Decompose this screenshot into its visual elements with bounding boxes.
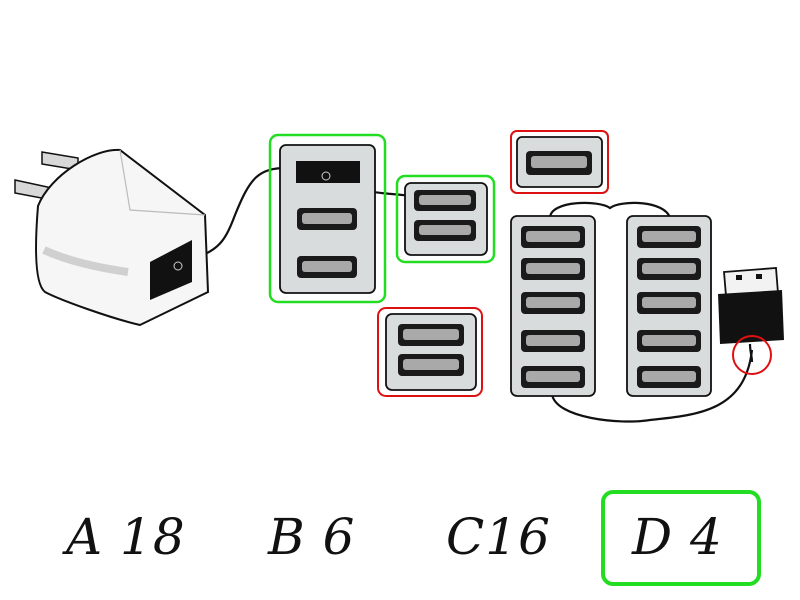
- option-a[interactable]: A 18: [66, 512, 186, 562]
- usb-port: [398, 354, 464, 376]
- option-a-value: 18: [120, 508, 186, 566]
- single-port-hub: [510, 130, 609, 194]
- hub-d: [377, 307, 483, 397]
- usb-port: [521, 292, 585, 314]
- hub-b-highlight: [268, 133, 387, 304]
- selected-answer-highlight: [601, 490, 761, 586]
- option-b-value: 6: [322, 508, 356, 566]
- option-c-value: 16: [485, 508, 551, 566]
- top-hub-link-cable: [548, 201, 672, 219]
- option-c[interactable]: C16: [446, 512, 551, 562]
- usb-port: [521, 258, 585, 280]
- five-port-hub-left: [510, 215, 596, 397]
- usb-port: [637, 258, 701, 280]
- usb-plug-highlight: [732, 335, 772, 375]
- hub-c: [395, 174, 496, 264]
- option-b-letter: B: [268, 508, 306, 566]
- usb-port: [297, 256, 357, 278]
- usb-port: [414, 190, 476, 211]
- option-b[interactable]: B 6: [268, 512, 355, 562]
- usb-port: [637, 226, 701, 248]
- usb-port: [637, 292, 701, 314]
- charger-body: [35, 148, 210, 327]
- hub-b: [268, 133, 387, 304]
- usb-plug-cable: [550, 349, 754, 423]
- usb-port: [297, 208, 357, 230]
- usb-port: [521, 366, 585, 388]
- option-c-letter: C: [446, 508, 486, 566]
- usb-port: [526, 151, 592, 175]
- usb-port: [637, 366, 701, 388]
- usb-port: [414, 220, 476, 241]
- hub-d-highlight: [377, 307, 483, 397]
- option-d-value: 4: [690, 508, 723, 566]
- wall-charger: [14, 148, 210, 327]
- charger-port: [150, 240, 192, 300]
- usb-port: [398, 324, 464, 346]
- charger-plug-dot: [173, 261, 183, 271]
- usb-port: [521, 226, 585, 248]
- single-port-hub-highlight: [510, 130, 609, 194]
- option-d[interactable]: D 4: [632, 512, 723, 562]
- option-a-letter: A: [66, 508, 104, 566]
- five-port-hub-right: [626, 215, 712, 397]
- usb-plug-body: [718, 290, 784, 344]
- usb-port: [637, 330, 701, 352]
- usb-plug: [718, 267, 784, 375]
- usb-port: [521, 330, 585, 352]
- option-d-letter: D: [632, 508, 674, 566]
- hub-c-highlight: [395, 174, 496, 264]
